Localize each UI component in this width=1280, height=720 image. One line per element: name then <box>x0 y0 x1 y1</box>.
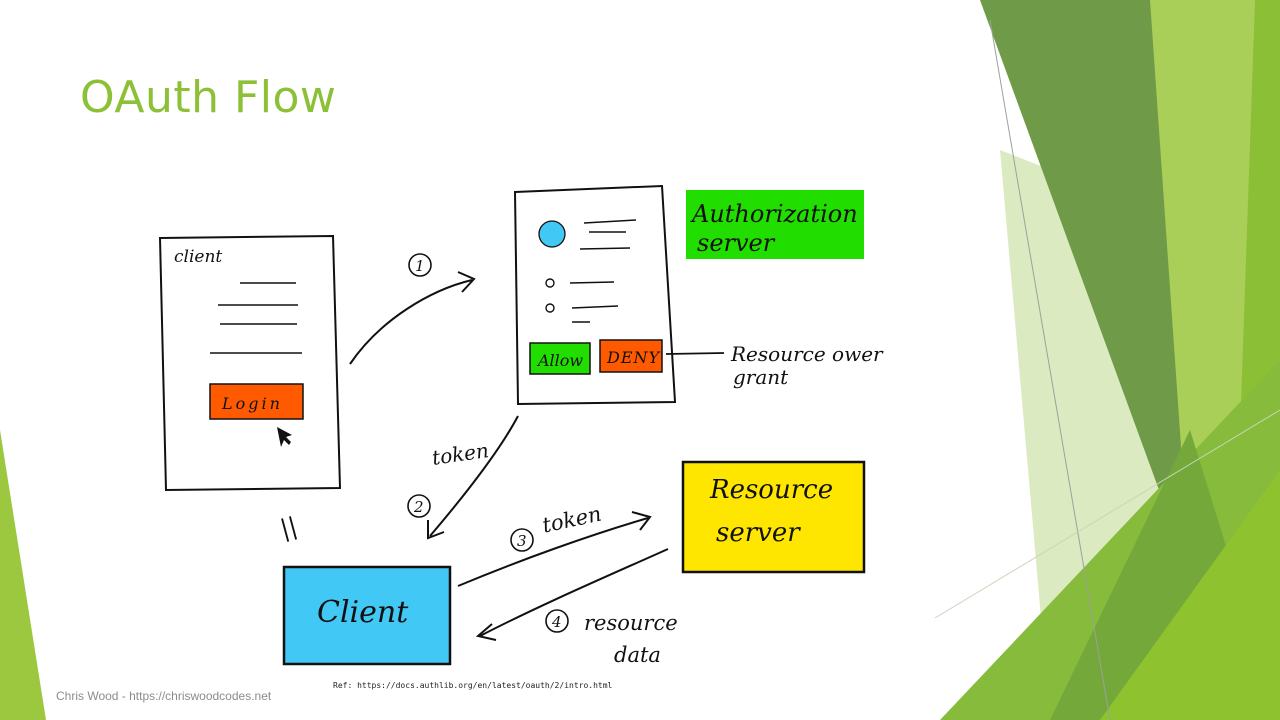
arrow-step-4-head <box>475 623 497 641</box>
resource-owner-grant-line-1: Resource ower <box>730 342 884 366</box>
arrow-step-3 <box>457 517 649 587</box>
grant-pointer-line <box>665 352 725 355</box>
resource-server-line-2: server <box>716 518 801 548</box>
deny-button-sketch <box>599 339 663 373</box>
scope-bullet-1 <box>545 278 555 288</box>
scope-line-2 <box>571 305 619 309</box>
footer-credit: Chris Wood - https://chriswoodcodes.net <box>56 689 272 703</box>
step-4-label: 4 <box>551 613 562 631</box>
authorization-server-badge <box>686 190 864 259</box>
auth-page-frame <box>513 184 677 406</box>
step-4-caption-line-1: resource <box>584 611 678 635</box>
client-page-label: client <box>174 247 222 267</box>
arrow-step-2-head <box>427 520 445 540</box>
client-page-frame <box>158 234 342 492</box>
resource-server-box <box>681 460 866 574</box>
step-2-caption: token <box>430 438 490 470</box>
login-button-sketch <box>209 383 304 420</box>
scope-bullet-2 <box>545 303 555 313</box>
step-2-label: 2 <box>413 498 424 516</box>
client-box <box>282 565 452 666</box>
arrow-step-4 <box>479 548 669 637</box>
step-1-circle <box>408 253 432 277</box>
authorization-server-line-1: Authorization <box>690 200 858 228</box>
allow-button-label: Allow <box>536 351 583 370</box>
deco-line <box>989 19 1111 720</box>
step-4-circle <box>545 609 569 633</box>
client-page-sketch: client Login <box>158 234 342 492</box>
arrow-step-2 <box>429 415 519 537</box>
client-box-label: Client <box>317 595 409 630</box>
step-3-label: 3 <box>517 532 527 550</box>
allow-button-sketch <box>529 342 591 375</box>
deco-lower-bright <box>1100 470 1280 720</box>
auth-page-sketch: Allow DENY <box>513 184 677 406</box>
step-4-caption-line-2: data <box>614 643 661 667</box>
authorization-server-line-2: server <box>697 229 776 257</box>
step-3-caption: token <box>540 502 603 538</box>
reference-link[interactable]: Ref: https://docs.authlib.org/en/latest/… <box>333 681 613 690</box>
auth-line-1 <box>583 219 637 224</box>
resource-server-line-1: Resource <box>709 475 833 505</box>
scope-line-1 <box>569 281 615 284</box>
equals-mark: || <box>277 512 300 544</box>
auth-line-3 <box>579 247 631 250</box>
deco-line-2 <box>934 409 1280 619</box>
step-3-circle <box>510 528 534 552</box>
login-button-label: Login <box>221 394 283 413</box>
arrow-step-1-head <box>457 271 476 293</box>
slide-title: OAuth Flow <box>80 72 337 123</box>
resource-owner-grant-line-2: grant <box>733 365 789 389</box>
mouse-cursor-icon <box>277 427 292 447</box>
arrow-step-3-head <box>631 511 652 531</box>
step-1-label: 1 <box>415 257 425 275</box>
arrow-step-1 <box>349 279 473 365</box>
deny-button-label: DENY <box>606 348 661 367</box>
avatar-icon <box>538 220 566 248</box>
deco-left-strip <box>0 430 46 720</box>
step-2-circle <box>407 494 431 518</box>
